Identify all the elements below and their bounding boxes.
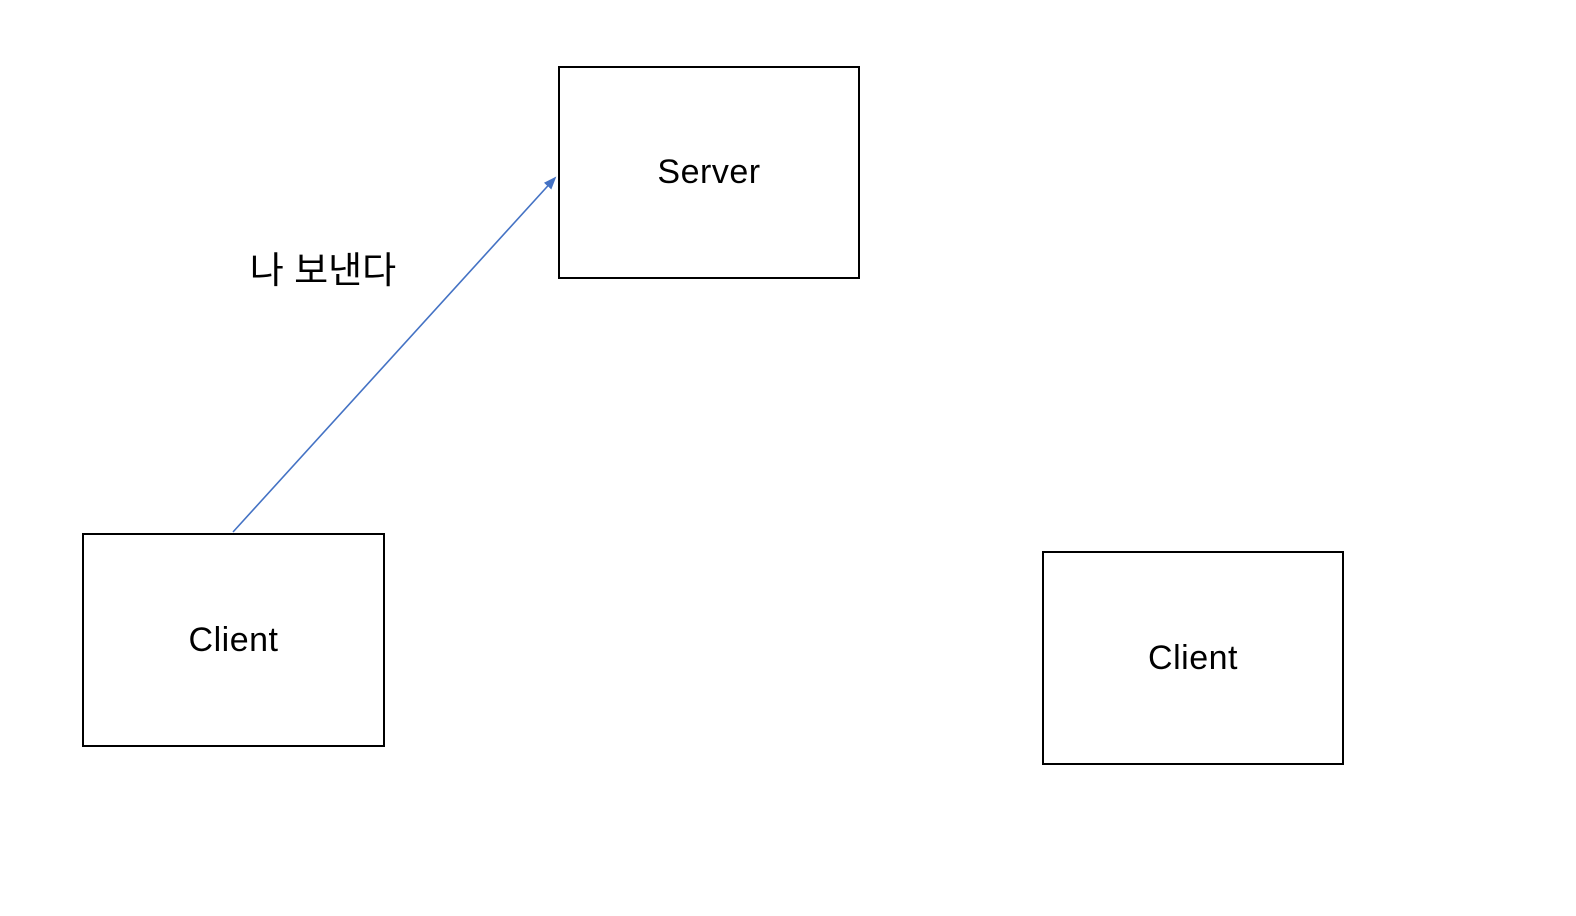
node-client-right: Client: [1042, 551, 1344, 765]
node-client-left-label: Client: [188, 620, 279, 659]
node-server-label: Server: [657, 153, 761, 191]
node-server: Server: [558, 66, 860, 279]
node-client-left: Client: [82, 533, 385, 747]
arrow-label: 나 보낸다: [249, 250, 397, 291]
node-client-right-label: Client: [1148, 638, 1238, 677]
arrow-line: [232, 176, 557, 533]
